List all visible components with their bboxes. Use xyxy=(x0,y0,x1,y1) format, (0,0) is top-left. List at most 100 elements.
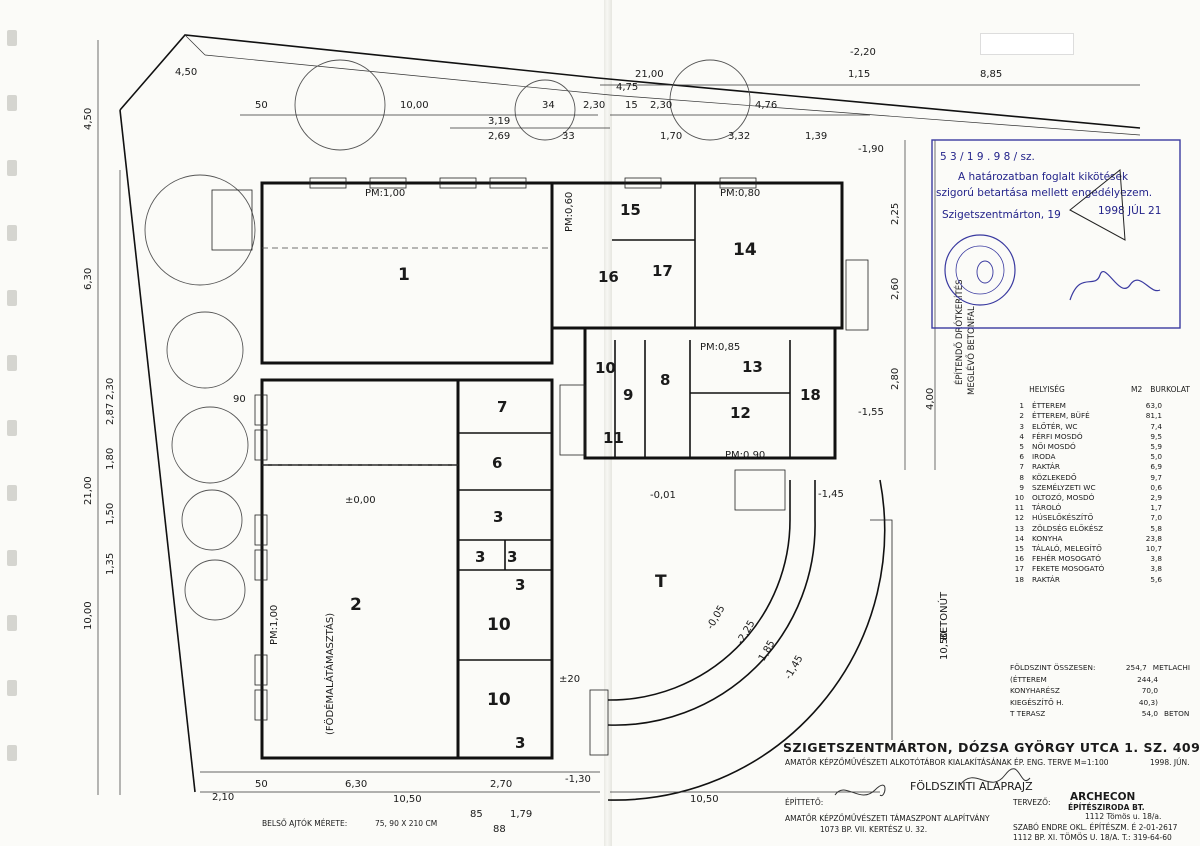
row-area: 7,0 xyxy=(1150,513,1162,523)
client-name: AMATŐR KÉPZŐMŰVÉSZETI TÁMASZPONT ALAPÍTV… xyxy=(785,814,990,823)
dim-bottom-210: 2,10 xyxy=(212,792,234,803)
dim-bottom-50: 50 xyxy=(255,779,268,790)
row-number: 3 xyxy=(1019,421,1024,431)
stamp-date: 1998 JÚL 21 xyxy=(1098,204,1161,217)
room-3-label-a: 3 xyxy=(493,508,503,526)
room-14-label: 14 xyxy=(733,240,757,260)
row-room-name: FEKETE MOSOGATÓ xyxy=(1032,564,1105,574)
row-area: 5,9 xyxy=(1150,442,1162,452)
project-address: SZIGETSZENTMÁRTON, DÓZSA GYÖRGY UTCA 1. … xyxy=(783,740,1200,755)
client-label: ÉPÍTTETŐ: xyxy=(785,798,823,807)
summary-area: 54,0 xyxy=(1141,709,1158,718)
dim-top-269: 2,69 xyxy=(488,131,510,142)
dim-bottom-1050b: 10,50 xyxy=(690,794,719,805)
door-size-value: 75, 90 X 210 CM xyxy=(375,819,437,828)
stamp-line-2: szigorú betartása mellett engedélyezem. xyxy=(936,187,1152,199)
pm-label-5: PM:1,00 xyxy=(269,605,280,645)
dim-left-90: 90 xyxy=(233,394,246,405)
row-room-name: ELŐTÉR, WC xyxy=(1032,421,1078,431)
summary-row: KIEGÉSZÍTŐ H.40,3) xyxy=(1010,697,1190,709)
room-18-label: 18 xyxy=(800,386,821,404)
room-11-label: 11 xyxy=(603,429,624,447)
row-room-name: RAKTÁR xyxy=(1032,574,1060,584)
row-number: 17 xyxy=(1014,564,1024,574)
dim-right-260: 2,60 xyxy=(890,278,901,300)
dim-top-475: 4,75 xyxy=(616,82,638,93)
dim-top-139: 1,39 xyxy=(805,131,827,142)
dim-right-225: 2,25 xyxy=(890,203,901,225)
stairs xyxy=(211,189,869,756)
row-room-name: ÉTTEREM xyxy=(1032,401,1066,411)
room-10-label-b: 10 xyxy=(487,615,511,635)
room-12-label: 12 xyxy=(730,404,751,422)
row-number: 2 xyxy=(1019,411,1024,421)
room-2-label: 2 xyxy=(350,595,362,615)
row-room-name: TÁROLÓ xyxy=(1032,503,1062,513)
designer-label: TERVEZŐ: xyxy=(1012,798,1051,807)
stamp-signature xyxy=(1069,271,1161,301)
dim-top-230a: 2,30 xyxy=(583,100,605,111)
dim-top-50: 50 xyxy=(255,100,268,111)
dim-right-400: 4,00 xyxy=(925,388,936,410)
row-area: 9,7 xyxy=(1150,472,1162,482)
row-number: 5 xyxy=(1019,442,1024,452)
pm-label-6: PM:0,60 xyxy=(564,192,575,232)
row-area: 63,0 xyxy=(1145,401,1162,411)
summary-name: KONYHARÉSZ xyxy=(1010,686,1060,695)
elevation-190: -1,90 xyxy=(858,144,884,155)
pm-label-2: PM:0,80 xyxy=(720,188,760,199)
dim-left-230: 2,30 xyxy=(105,378,116,400)
dim-top-230b: 2,30 xyxy=(650,100,672,111)
summary-area: 244,4 xyxy=(1137,674,1158,684)
bottom-dimensions: 6,30 10,50 2,70 10,50 2,10 1,79 85 88 50 xyxy=(200,771,880,835)
row-room-name: TÁLALÓ, MELEGÍTŐ xyxy=(1032,544,1102,554)
dim-left-135: 1,35 xyxy=(105,553,116,575)
project-date: 1998. JÚN. xyxy=(1150,758,1190,767)
row-room-name: ZÖLDSÉG ELŐKÉSZ xyxy=(1032,523,1104,533)
row-area: 10,7 xyxy=(1145,544,1162,554)
pm-label-1: PM:1,00 xyxy=(365,188,405,199)
redaction-box xyxy=(980,33,1074,55)
left-dimensions: 4,50 6,30 21,00 10,00 2,87 2,30 1,80 1,5… xyxy=(83,40,246,795)
elevation-001: -0,01 xyxy=(650,490,676,501)
row-room-name: FEHÉR MOSOGATÓ xyxy=(1032,554,1101,564)
room-8-label: 8 xyxy=(660,371,670,389)
summary-area: 254,7 xyxy=(1125,663,1147,672)
row-number: 6 xyxy=(1019,452,1024,462)
elevation-145: -1,45 xyxy=(818,489,844,500)
row-area: 6,9 xyxy=(1150,462,1162,472)
elevation-145b: -1,45 xyxy=(783,654,805,682)
dim-top-319: 3,19 xyxy=(488,116,510,127)
stamp-line-3: Szigetszentmárton, 19 xyxy=(942,209,1061,221)
client-address: 1073 BP. VII. KERTÉSZ U. 32. xyxy=(820,825,927,834)
room-3-label-d: 3 xyxy=(515,576,525,594)
row-area: 1,7 xyxy=(1150,503,1162,513)
existing-wall-label: MEGLÉVŐ BETONFAL xyxy=(965,306,977,395)
approval-stamp: 5 3 / 1 9 . 9 8 / sz. A határozatban fog… xyxy=(931,139,1181,329)
row-number: 14 xyxy=(1014,533,1024,543)
row-area: 3,8 xyxy=(1150,554,1162,564)
firm-subtitle: ÉPÍTÉSZIRODA BT. xyxy=(1068,803,1145,812)
dim-top-450: 4,50 xyxy=(175,67,197,78)
row-room-name: KÖZLEKEDŐ xyxy=(1032,472,1077,482)
slab-support-label: (FÖDÉMALÁTÁMASZTÁS) xyxy=(323,613,336,735)
client-signature xyxy=(834,784,886,797)
room-3-label-b: 3 xyxy=(475,548,485,566)
elevation-130: -1,30 xyxy=(565,774,591,785)
summary-area: 40,3) xyxy=(1138,697,1158,707)
dim-top-33: 33 xyxy=(562,131,575,142)
